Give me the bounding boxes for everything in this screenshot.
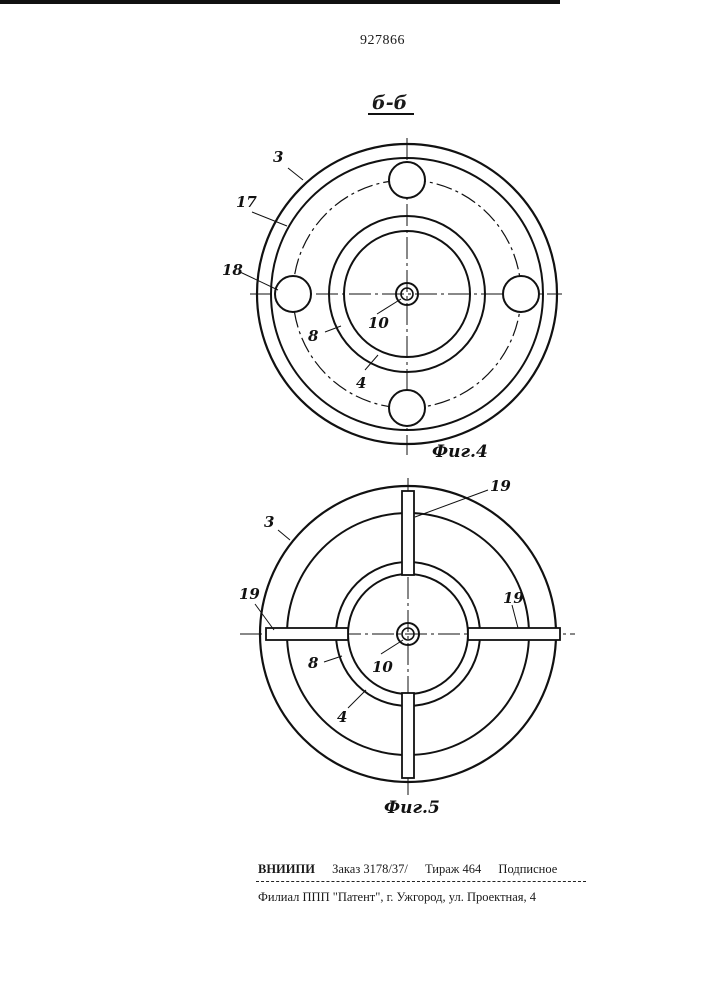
imprint-order: Заказ 3178/37/ — [332, 862, 408, 876]
label-ring: 17 — [236, 193, 257, 211]
figure-5-labels: 3 19 19 19 8 10 4 Фиг.5 — [239, 477, 524, 818]
label-housing: 3 — [273, 148, 283, 166]
imprint-branch: Филиал ППП "Патент", г. Ужгород, ул. Про… — [258, 890, 536, 905]
imprint-line-1: ВНИИПИ Заказ 3178/37/ Тираж 464 Подписно… — [258, 862, 571, 877]
label-rib-top: 19 — [490, 477, 511, 495]
hole-right — [503, 276, 539, 312]
label-sleeve: 4 — [356, 374, 366, 392]
leader-8 — [324, 656, 342, 662]
figure-5 — [240, 478, 575, 795]
label-cavity: 8 — [308, 327, 319, 345]
label-rib-left: 19 — [239, 585, 260, 603]
leader-19-left — [255, 604, 274, 630]
rib-left — [266, 628, 348, 640]
leader-4 — [348, 690, 366, 708]
imprint-org: ВНИИПИ — [258, 862, 315, 876]
figure-4-caption: Фиг.4 — [432, 442, 488, 462]
imprint-circulation: Тираж 464 — [425, 862, 481, 876]
hole-left — [275, 276, 311, 312]
figure-4-labels: 3 17 18 8 10 4 Фиг.4 — [222, 148, 488, 462]
leader-3 — [288, 168, 303, 180]
leader-17 — [252, 212, 287, 226]
label-housing: 3 — [264, 513, 274, 531]
leader-10 — [381, 640, 403, 654]
imprint-subscription: Подписное — [498, 862, 557, 876]
label-rib-right: 19 — [503, 589, 524, 607]
rib-top — [402, 491, 414, 575]
label-hole: 18 — [222, 261, 243, 279]
rib-right — [468, 628, 560, 640]
imprint-divider — [256, 881, 586, 882]
figure-5-caption: Фиг.5 — [384, 798, 440, 818]
hole-bottom — [389, 390, 425, 426]
leader-10 — [377, 299, 401, 314]
label-axis: 10 — [368, 314, 389, 332]
leader-4 — [365, 355, 378, 370]
label-sleeve: 4 — [337, 708, 347, 726]
rib-bottom — [402, 693, 414, 778]
label-cavity: 8 — [308, 654, 319, 672]
leader-19-right — [512, 605, 518, 628]
hole-top — [389, 162, 425, 198]
label-axis: 10 — [372, 658, 393, 676]
leader-3 — [278, 530, 290, 540]
figure-4 — [240, 138, 562, 455]
